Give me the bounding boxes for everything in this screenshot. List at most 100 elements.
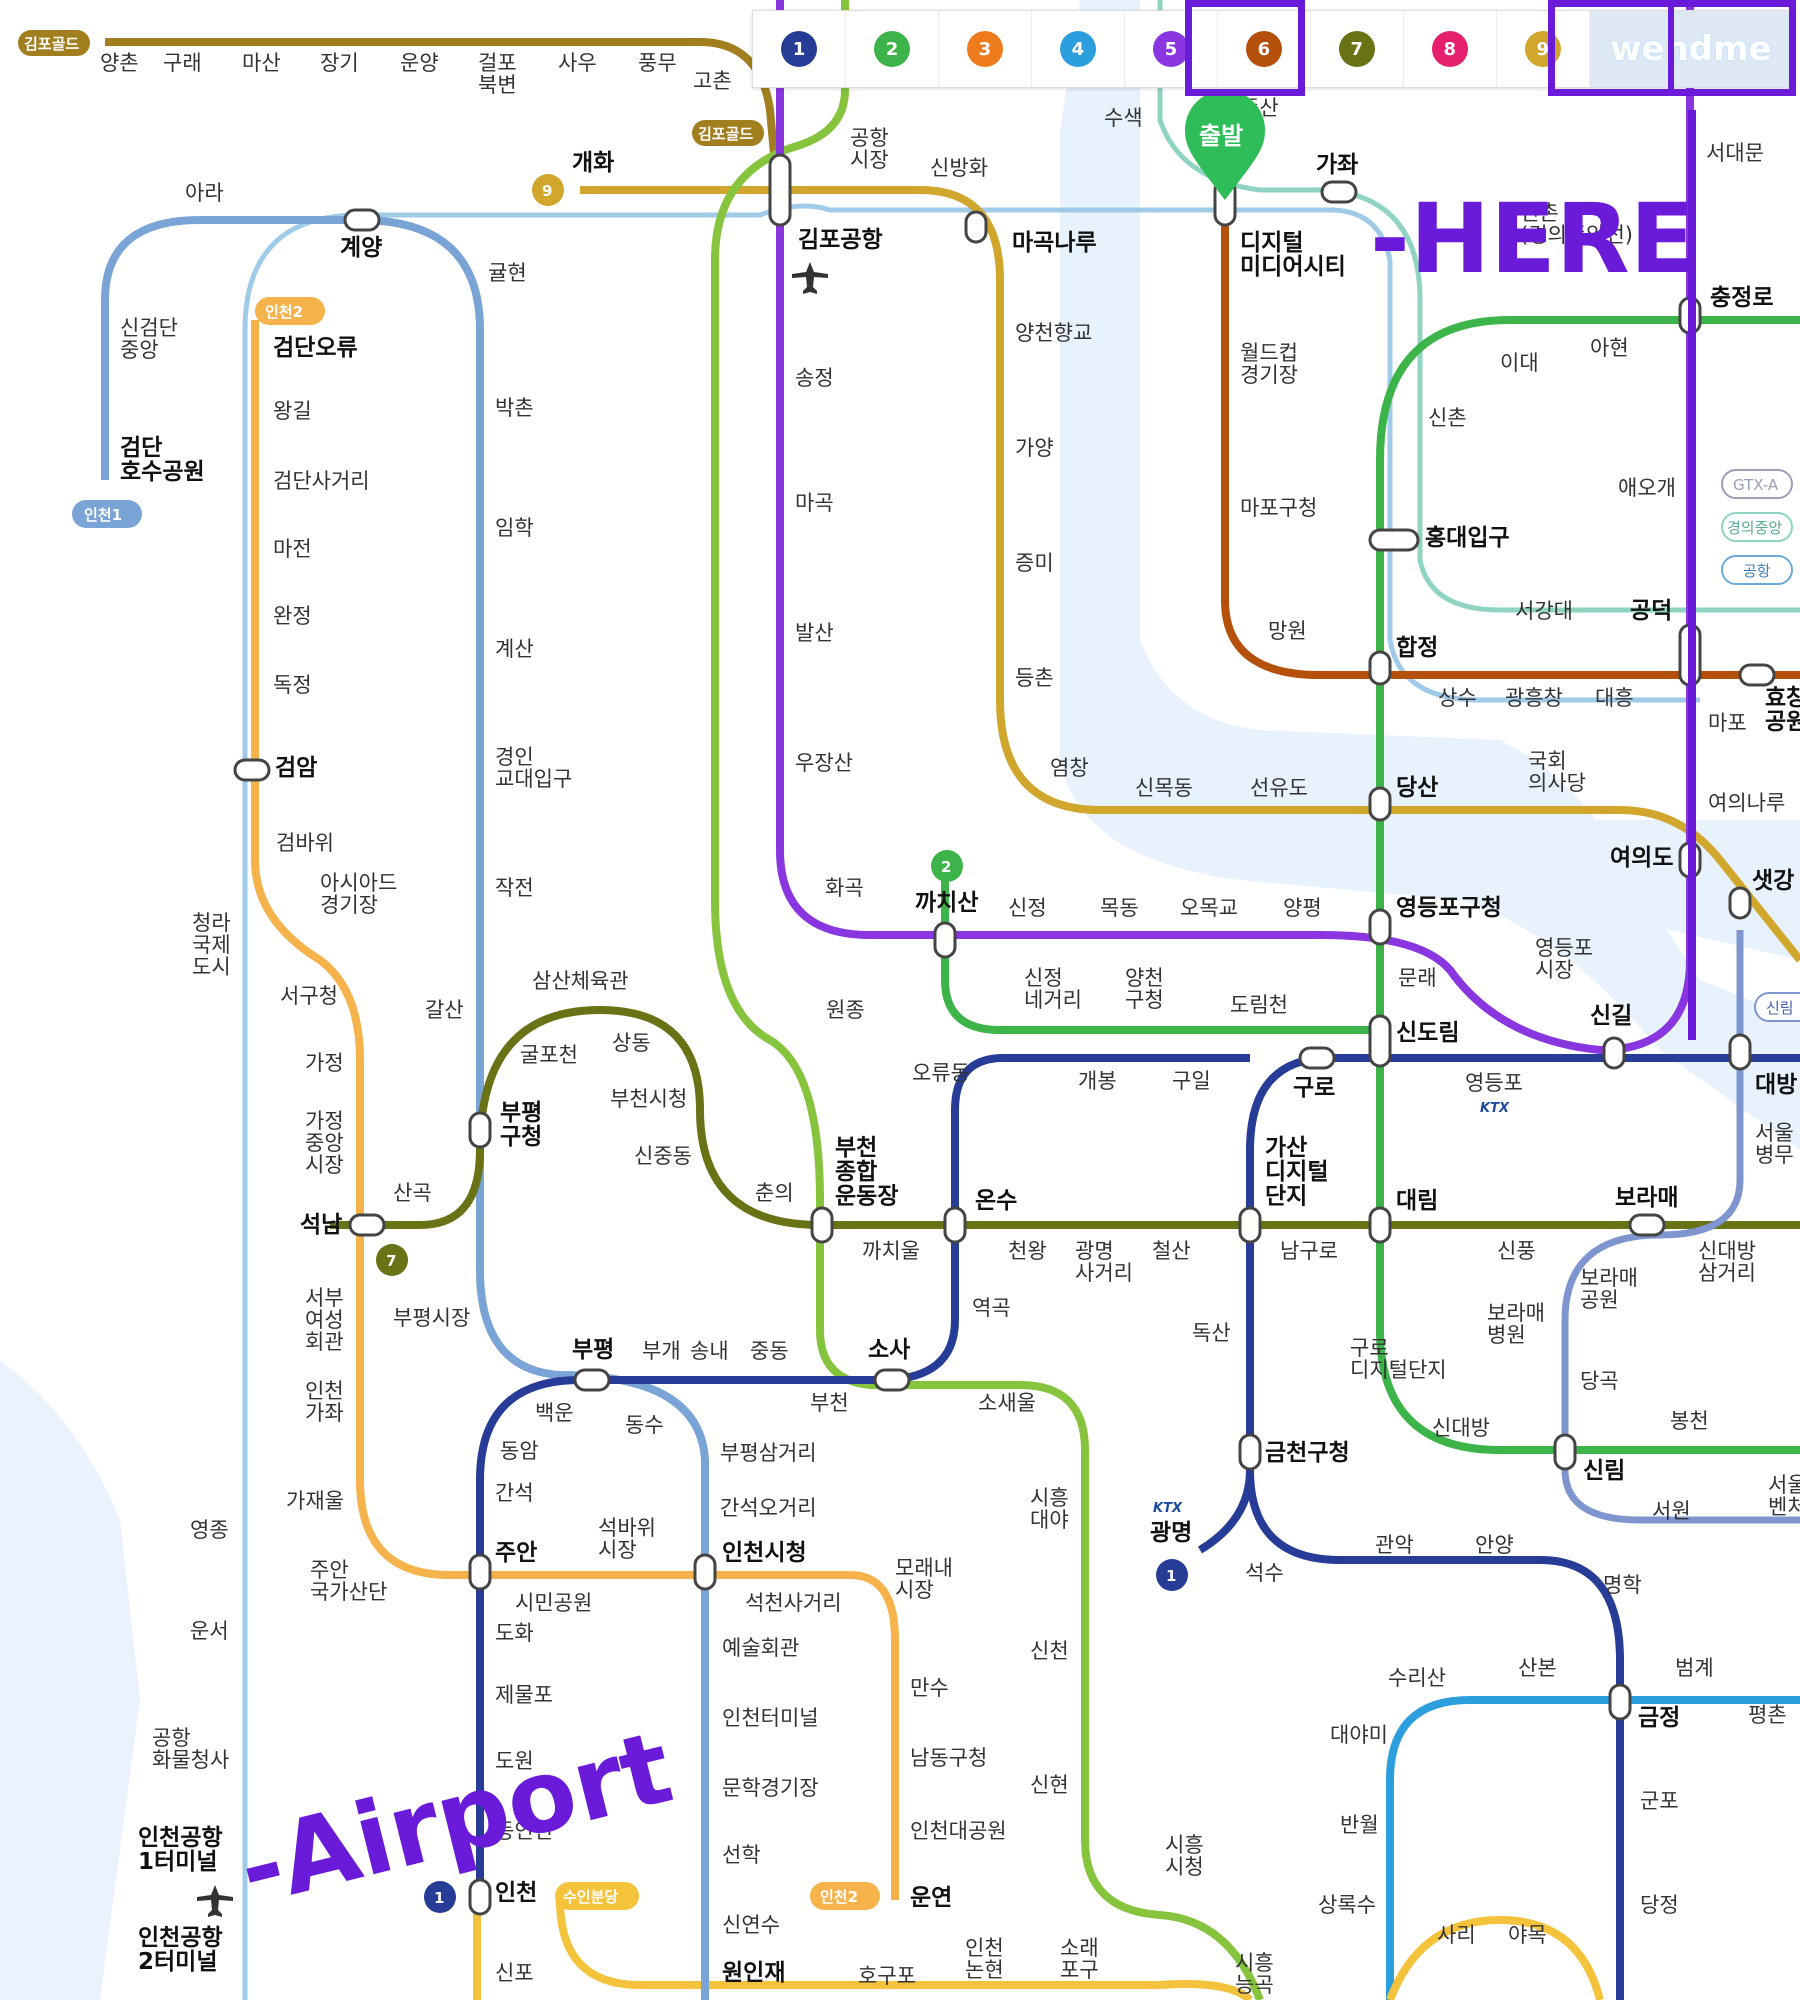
station-imhak[interactable]: 임학	[495, 516, 534, 540]
station-sindaebang[interactable]: 신대방	[1432, 1416, 1490, 1440]
station-mansu[interactable]: 만수	[910, 1676, 949, 1700]
station-sinchon-gyeongui[interactable]: 신촌(경의중앙선)	[1520, 201, 1633, 247]
station-majeon[interactable]: 마전	[273, 537, 312, 561]
station-magok[interactable]: 마곡	[795, 491, 834, 515]
station-dowon[interactable]: 도원	[495, 1749, 534, 1773]
station-yeongjong[interactable]: 영종	[190, 1518, 229, 1542]
transfer-magongnaru[interactable]	[964, 210, 988, 244]
station-geumcheon[interactable]: 금천구청	[1265, 1440, 1350, 1466]
station-incheon-grand[interactable]: 인천대공원	[910, 1819, 1007, 1843]
station-dokjeong[interactable]: 독정	[273, 673, 312, 697]
transfer-guro[interactable]	[1298, 1046, 1336, 1070]
station-ara[interactable]: 아라	[185, 181, 224, 205]
station-sinhyeon[interactable]: 신현	[1030, 1773, 1069, 1797]
station-singil[interactable]: 신길	[1590, 1003, 1632, 1029]
station-ujangsan[interactable]: 우장산	[795, 751, 853, 775]
transfer-hongik[interactable]	[1368, 528, 1420, 552]
station-sinpung[interactable]: 신풍	[1497, 1239, 1536, 1263]
station-sinchon[interactable]: 신촌	[1428, 406, 1467, 430]
station-gaehwa[interactable]: 개화	[572, 150, 614, 176]
station-mullae[interactable]: 문래	[1398, 966, 1437, 990]
station-sillim[interactable]: 신림	[1583, 1458, 1625, 1484]
station-bugae[interactable]: 부개	[642, 1339, 681, 1363]
station-anyang[interactable]: 안양	[1475, 1533, 1514, 1557]
line-button-4[interactable]: 4	[1032, 11, 1125, 87]
station-samsan[interactable]: 삼산체육관	[532, 969, 629, 993]
station-bupyeong[interactable]: 부평	[572, 1337, 614, 1363]
station-hongik[interactable]: 홍대입구	[1425, 525, 1510, 551]
station-kkachisan[interactable]: 까치산	[915, 890, 978, 916]
transfer-sindorim[interactable]	[1368, 1014, 1392, 1068]
line-button-6[interactable]: 6	[1218, 11, 1311, 87]
station-janggi[interactable]: 장기	[320, 51, 359, 75]
station-yeouido[interactable]: 여의도	[1610, 845, 1673, 871]
transfer-yeongdeungpo-gu[interactable]	[1368, 908, 1392, 946]
station-seoksu[interactable]: 석수	[1245, 1561, 1284, 1585]
station-wanggil[interactable]: 왕길	[273, 399, 312, 423]
transfer-incheon-cityhall[interactable]	[693, 1553, 717, 1591]
station-sosaeul[interactable]: 소새울	[978, 1391, 1036, 1415]
station-guil[interactable]: 구일	[1172, 1069, 1211, 1093]
station-gajeong[interactable]: 가정	[305, 1051, 344, 1075]
station-unseo[interactable]: 운서	[190, 1619, 229, 1643]
station-seonhak[interactable]: 선학	[722, 1843, 761, 1867]
station-munhak[interactable]: 문학경기장	[722, 1776, 819, 1800]
station-balsan[interactable]: 발산	[795, 621, 834, 645]
transfer-gasan[interactable]	[1238, 1206, 1262, 1244]
station-saetgang[interactable]: 샛강	[1752, 868, 1794, 894]
station-sincheon[interactable]: 신천	[1030, 1639, 1069, 1663]
station-wanjeong[interactable]: 완정	[273, 604, 312, 628]
station-juan[interactable]: 주안	[495, 1540, 537, 1566]
station-ganseok-o[interactable]: 간석오거리	[720, 1496, 817, 1520]
transfer-hapjeong[interactable]	[1368, 650, 1392, 686]
station-sari[interactable]: 사리	[1437, 1923, 1476, 1947]
station-chunui[interactable]: 춘의	[755, 1181, 794, 1205]
station-beomgye[interactable]: 범계	[1675, 1656, 1714, 1680]
station-sinyeonsu[interactable]: 신연수	[722, 1913, 780, 1937]
station-simin-park[interactable]: 시민공원	[515, 1591, 592, 1615]
line-button-3[interactable]: 3	[939, 11, 1032, 87]
station-jeungmi[interactable]: 증미	[1015, 551, 1054, 575]
station-mangwon[interactable]: 망원	[1268, 619, 1307, 643]
station-daeyami[interactable]: 대야미	[1330, 1723, 1388, 1747]
station-banwol[interactable]: 반월	[1340, 1813, 1379, 1837]
station-sanbon[interactable]: 산본	[1518, 1656, 1557, 1680]
station-yeokgok[interactable]: 역곡	[972, 1296, 1011, 1320]
transfer-hyochang[interactable]	[1738, 663, 1776, 687]
transfer-bucheon-sports[interactable]	[810, 1206, 834, 1244]
station-yangcheon-hyanggyo[interactable]: 양천향교	[1015, 321, 1092, 345]
line-button-1[interactable]: 1	[753, 11, 846, 87]
station-gongdeok[interactable]: 공덕	[1630, 598, 1672, 624]
station-incheon[interactable]: 인천	[495, 1880, 537, 1906]
station-onsu[interactable]: 온수	[975, 1188, 1017, 1214]
start-marker-pin[interactable]: 출발	[1185, 90, 1265, 200]
station-seokcheon[interactable]: 석천사거리	[745, 1591, 842, 1615]
station-danggok[interactable]: 당곡	[1580, 1369, 1619, 1393]
transfer-seongnam[interactable]	[348, 1213, 386, 1237]
station-yeongdeungpo-gu[interactable]: 영등포구청	[1396, 895, 1502, 921]
transfer-gajwa[interactable]	[1320, 180, 1358, 204]
station-surisan[interactable]: 수리산	[1388, 1666, 1446, 1690]
station-cheolsan[interactable]: 철산	[1152, 1239, 1191, 1263]
station-guro[interactable]: 구로	[1293, 1075, 1335, 1101]
station-hogupo[interactable]: 호구포	[858, 1964, 916, 1988]
station-gwanak[interactable]: 관악	[1375, 1533, 1414, 1557]
station-bupyeong-sam[interactable]: 부평삼거리	[720, 1441, 817, 1465]
